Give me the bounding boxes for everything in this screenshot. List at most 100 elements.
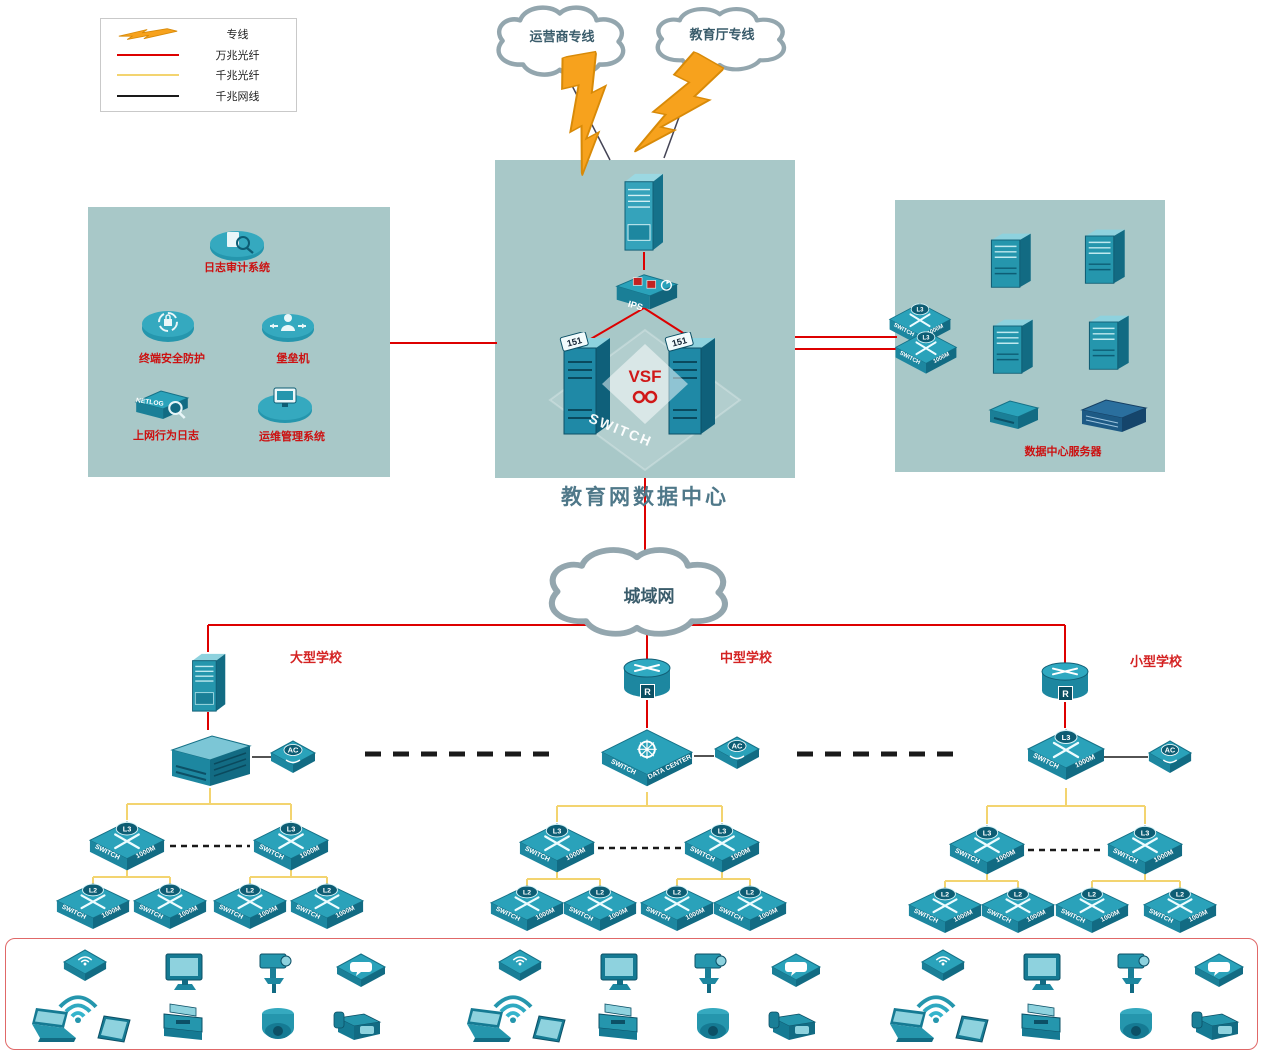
wifi-ap-glyph [62,949,108,981]
edu-cloud-label: 教育厅专线 [689,27,755,42]
core-switch-member: 151 [558,332,616,440]
printer-icon [591,1000,645,1048]
edu-cloud [644,4,800,76]
printer-icon [156,1000,210,1048]
svg-text:NETLOG: NETLOG [136,397,165,408]
message-device-icon [769,950,823,992]
desk-phone-glyph [768,1011,817,1040]
svg-text:L3: L3 [917,307,925,314]
svg-text:L2: L2 [523,890,531,897]
ptz-camera-glyph [1117,953,1150,993]
svg-text:L2: L2 [246,888,254,895]
desk-phone-icon [763,1004,821,1048]
svg-text:L2: L2 [1088,892,1096,899]
svg-text:L2: L2 [323,888,331,895]
isp-cloud-label: 运营商专线 [529,29,595,44]
ops-management-icon [256,382,314,426]
rack-switch-icon [1080,399,1148,432]
desktop-glyph [600,953,638,990]
svg-text:L3: L3 [123,824,132,833]
svg-text:L2: L2 [89,888,97,895]
log-audit-label: 日志审计系统 [204,262,270,274]
man-cloud-label: 城域网 [623,587,675,606]
server-tower [1080,226,1128,286]
firewall-device [619,170,669,254]
wifi-ap-icon [497,946,543,986]
wifi-signal-glyph [916,995,956,1024]
storage-icon [988,400,1040,429]
svg-text:L3: L3 [718,826,727,835]
desktop-glyph [1023,953,1061,990]
printer-glyph [163,1003,203,1040]
laptop-icon [24,1004,82,1048]
bastion-glyph [262,314,314,342]
vsf-icon: VSF [602,344,688,424]
svg-text:L2: L2 [1176,892,1184,899]
endpoint-security-icon [140,304,196,344]
laptop-icon [459,1004,517,1048]
chassis-icon [170,735,252,786]
printer-icon [1014,1000,1068,1048]
yellow-line-swatch [117,74,179,77]
svg-text:L3: L3 [1141,828,1150,837]
legend: 专线 万兆光纤 千兆光纤 千兆网线 [100,18,297,112]
legend-label: 千兆网线 [215,90,260,103]
dome-camera-glyph [262,1008,294,1039]
ac-icon: AC [269,740,317,773]
ac-controller: AC [1146,738,1194,778]
svg-text:L2: L2 [746,890,754,897]
server-zone-label: 数据中心服务器 [1024,446,1102,458]
svg-text:L2: L2 [596,890,604,897]
legend-label: 千兆光纤 [215,70,260,83]
server-icon [990,233,1031,288]
wifi-ap-icon [62,946,108,986]
server-icon [1088,315,1129,370]
svg-text:L3: L3 [553,826,562,835]
desktop-icon [1016,950,1070,998]
legend-row-1g-copper: 千兆网线 [109,86,288,105]
smartphone-icon [948,1010,1002,1050]
ptz-camera-icon [250,946,302,998]
dome-camera-icon [254,1000,302,1048]
laptop-glyph [467,1008,511,1042]
legend-label: 专线 [226,29,249,42]
desktop-glyph [165,953,203,990]
desktop-icon [593,950,647,998]
svg-text:AC: AC [732,742,743,751]
wifi-signal-icon [908,982,964,1024]
dome-camera-glyph [1120,1008,1152,1039]
large-school-label: 大型学校 [289,650,342,665]
server-icon [992,319,1033,374]
small-school-label: 小型学校 [1129,654,1182,669]
router-badge: R [640,684,655,699]
svg-text:L2: L2 [673,890,681,897]
svg-text:L3: L3 [1062,733,1071,742]
ptz-camera-glyph [259,953,292,993]
ptz-camera-icon [1108,946,1160,998]
man-cloud [533,543,747,643]
ops-glyph [258,387,312,423]
terminal-devices-strip [5,938,1258,1050]
ac-controller: AC [268,738,318,778]
